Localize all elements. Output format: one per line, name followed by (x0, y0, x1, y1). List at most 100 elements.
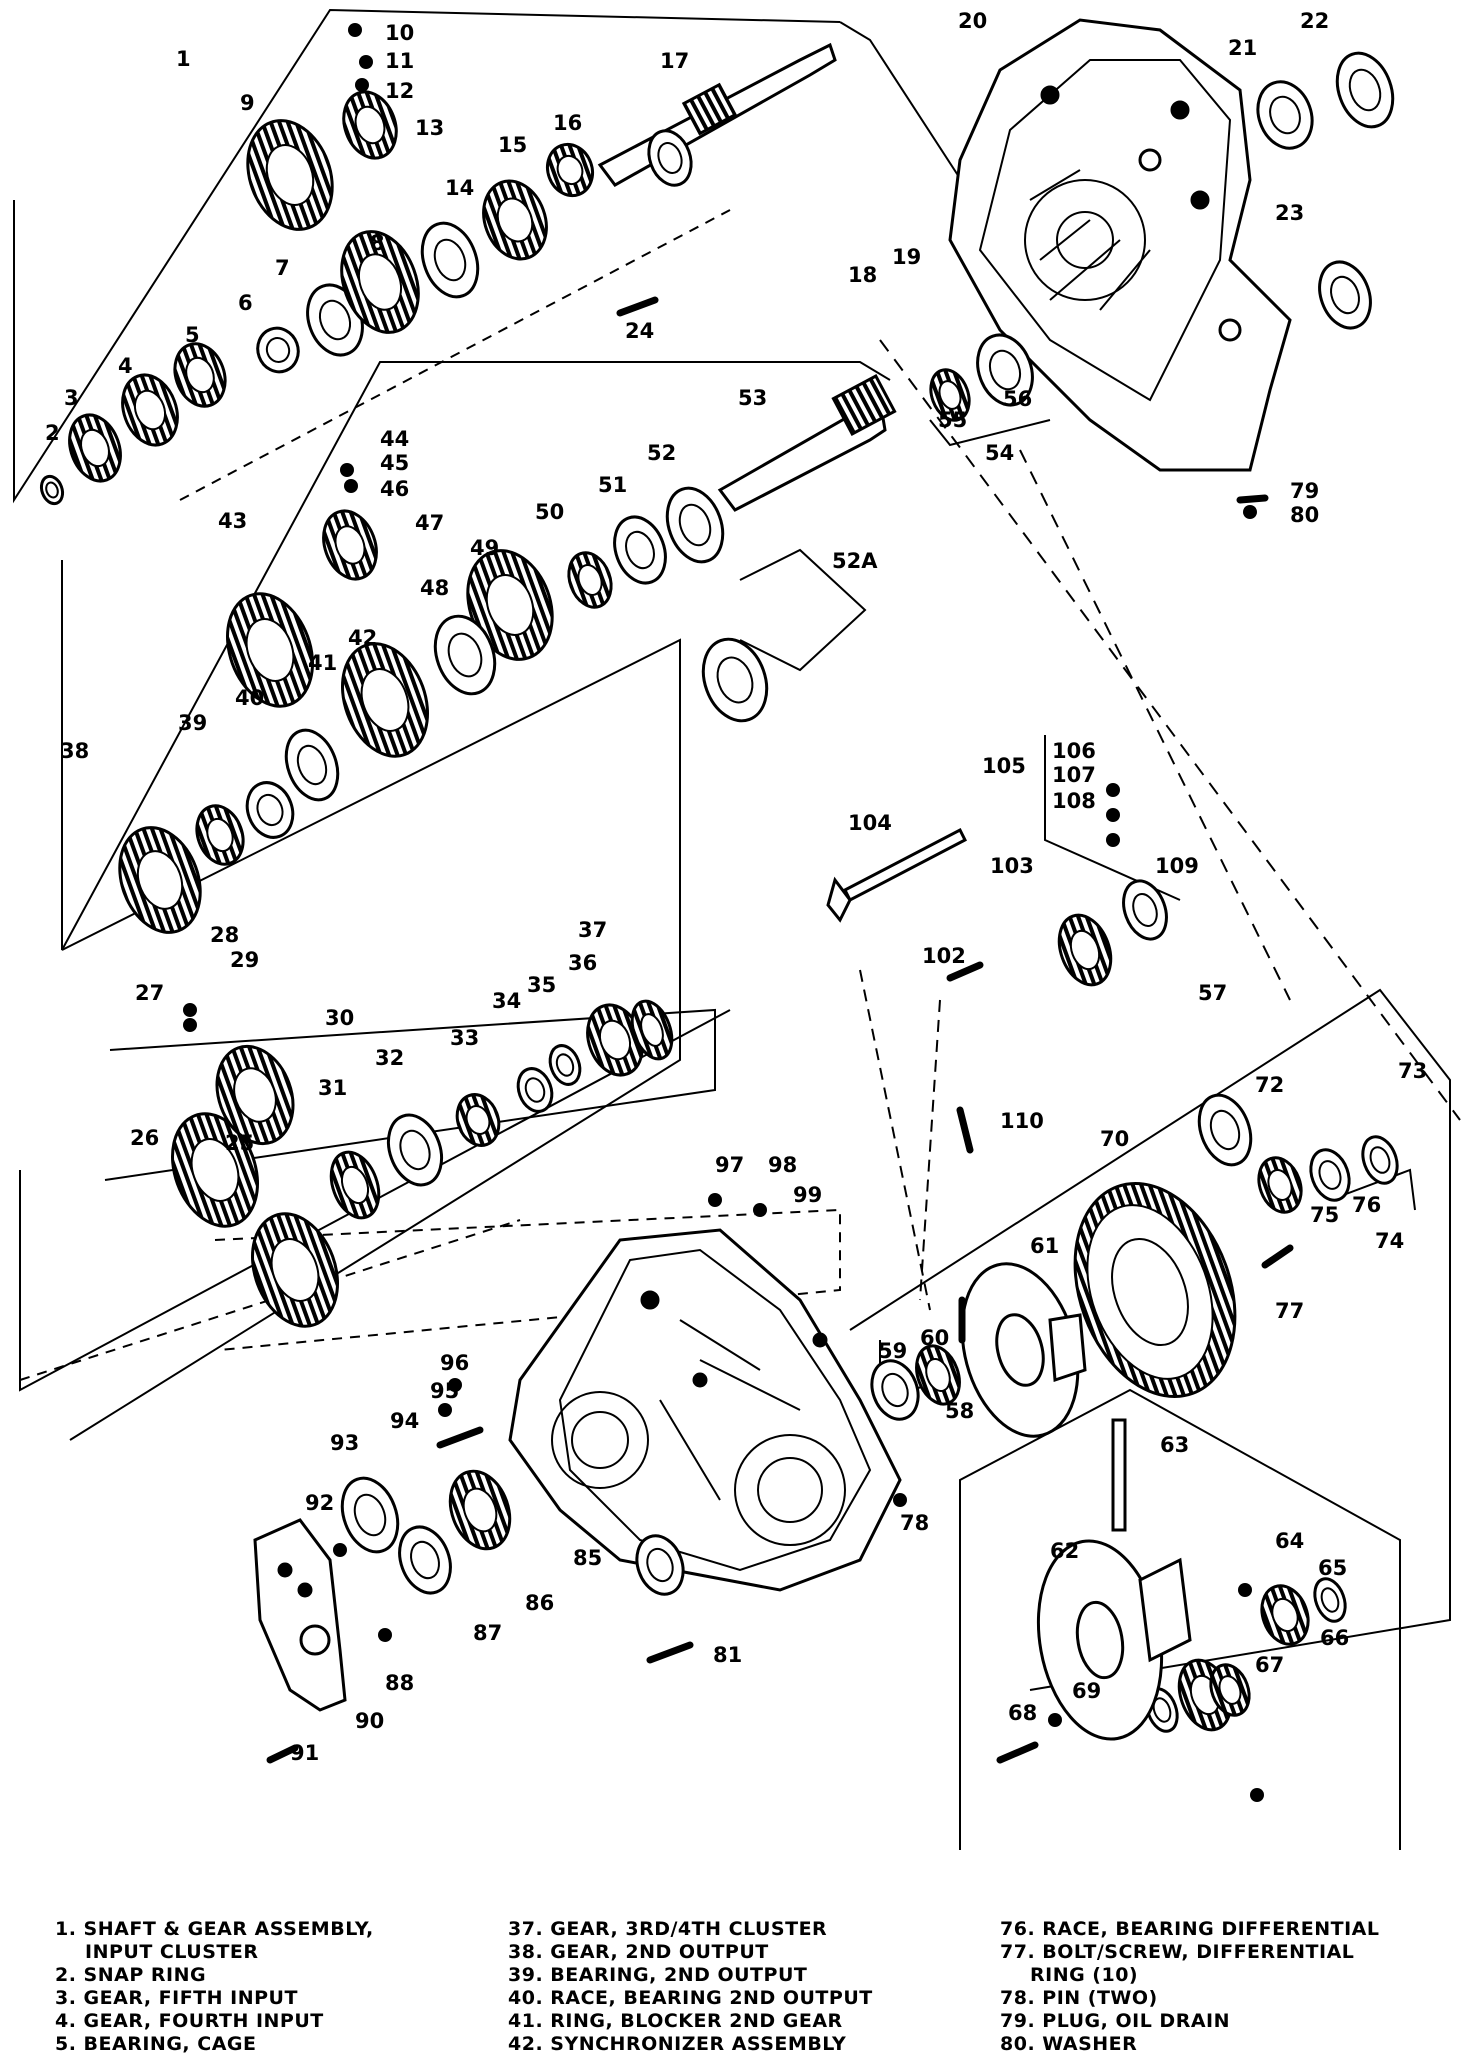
callout-75: 75 (1310, 1203, 1339, 1227)
washer-80 (1243, 505, 1257, 519)
callout-59: 59 (878, 1339, 907, 1363)
callout-73: 73 (1398, 1059, 1427, 1083)
callout-87: 87 (473, 1621, 502, 1645)
leader-104 (859, 969, 931, 1311)
callout-80: 80 (1290, 503, 1319, 527)
ring-72 (1197, 1093, 1253, 1167)
callout-50: 50 (535, 500, 564, 524)
race-21 (1256, 80, 1314, 150)
bearing-23 (1318, 260, 1372, 330)
callout-96: 96 (440, 1351, 469, 1375)
gear-3 (68, 413, 122, 483)
callout-94: 94 (390, 1409, 419, 1433)
gear-4 (121, 373, 179, 447)
gear-30 (215, 1044, 295, 1146)
callout-104: 104 (848, 811, 892, 835)
bracket-diff (959, 1388, 1401, 1850)
part-45 (344, 479, 358, 493)
bearing-22 (1335, 51, 1395, 129)
callout-107: 107 (1052, 763, 1096, 787)
callout-39: 39 (178, 711, 207, 735)
bracket-lower (19, 1219, 521, 1381)
callout-11: 11 (385, 49, 414, 73)
part-12 (355, 78, 369, 92)
callout-46: 46 (380, 477, 409, 501)
callout-79: 79 (1290, 479, 1319, 503)
callout-33: 33 (450, 1026, 479, 1050)
race-56 (976, 333, 1034, 407)
gear-43 (225, 592, 315, 708)
callout-23: 23 (1275, 201, 1304, 225)
gear-13 (342, 90, 398, 160)
callout-44: 44 (380, 427, 409, 451)
callout-68: 68 (1008, 1701, 1037, 1725)
leader-case-2 (1019, 449, 1291, 1001)
ring-31 (329, 1150, 381, 1220)
bolts-and-pins (183, 23, 1294, 1802)
gear-55 (929, 368, 971, 422)
gear-66 (1260, 1584, 1310, 1646)
callout-61: 61 (1030, 1234, 1059, 1258)
shift-fork-104 (826, 876, 852, 923)
callout-99: 99 (793, 1183, 822, 1207)
legend-item: 2. SNAP RING (55, 1964, 207, 1986)
legend-item: 78. PIN (TWO) (1000, 1987, 1158, 2009)
callout-92: 92 (305, 1491, 334, 1515)
callout-43: 43 (218, 509, 247, 533)
callout-65: 65 (1318, 1556, 1347, 1580)
bearing-5 (173, 342, 227, 408)
callout-76: 76 (1352, 1193, 1381, 1217)
callout-48: 48 (420, 576, 449, 600)
leader-102 (919, 999, 941, 1301)
legend-item: 3. GEAR, FIFTH INPUT (55, 1987, 298, 2009)
callout-6: 6 (238, 291, 253, 315)
bearing-50 (567, 551, 613, 609)
callout-37: 37 (578, 918, 607, 942)
shafts (597, 42, 968, 923)
part-10 (348, 23, 362, 37)
bracket-1-right (839, 21, 1001, 241)
callout-21: 21 (1228, 36, 1257, 60)
part-108 (1106, 833, 1120, 847)
cover-plate-90 (253, 1518, 347, 1712)
gear-37b (630, 999, 674, 1061)
callout-77: 77 (1275, 1299, 1304, 1323)
callout-86: 86 (525, 1591, 554, 1615)
callout-8: 8 (370, 231, 385, 255)
part-69 (1048, 1713, 1062, 1727)
shift-rail-104 (842, 827, 968, 903)
callout-58: 58 (945, 1399, 974, 1423)
callout-45: 45 (380, 451, 409, 475)
bracket-1 (13, 8, 841, 504)
gears-and-bearings (39, 51, 1399, 1733)
callout-2: 2 (45, 421, 60, 445)
callout-40: 40 (235, 686, 264, 710)
ring-gear-70 (1073, 1181, 1237, 1399)
callout-26: 26 (130, 1126, 159, 1150)
washer-65b (1313, 1577, 1347, 1623)
callout-90: 90 (355, 1709, 384, 1733)
callout-29: 29 (230, 948, 259, 972)
callout-91: 91 (290, 1741, 319, 1765)
callout-24: 24 (625, 319, 654, 343)
callout-110: 110 (1000, 1109, 1044, 1133)
plug-97 (708, 1193, 722, 1207)
legend-item: 5. BEARING, CAGE (55, 2033, 257, 2055)
legend-item: RING (10) (1030, 1964, 1139, 1986)
leader-case-1 (879, 339, 1461, 1121)
callout-102: 102 (922, 944, 966, 968)
differential-case-61 (960, 1262, 1087, 1438)
bearing-33 (455, 1093, 501, 1147)
callout-97: 97 (715, 1153, 744, 1177)
part-107 (1106, 808, 1120, 822)
callout-14: 14 (445, 176, 474, 200)
bolt-18 (616, 296, 659, 317)
plug-88 (378, 1628, 392, 1642)
callout-20: 20 (958, 9, 987, 33)
legend-item: 38. GEAR, 2ND OUTPUT (508, 1941, 769, 1963)
callout-70: 70 (1100, 1127, 1129, 1151)
callout-53: 53 (738, 386, 767, 410)
washer-64b (1250, 1788, 1264, 1802)
